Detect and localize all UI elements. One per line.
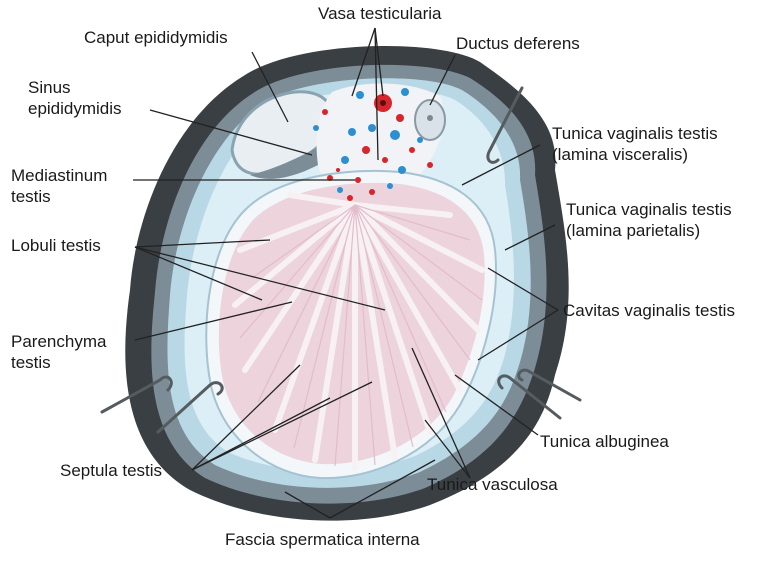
vessel-vein (341, 156, 349, 164)
vessel-vein (348, 128, 356, 136)
label-ductus-deferens: Ductus deferens (456, 34, 580, 54)
vessel-artery-main-lumen (380, 100, 386, 106)
label-sinus-epididymidis-2: epididymidis (28, 99, 122, 119)
label-tunica-vasculosa: Tunica vasculosa (427, 475, 558, 495)
vessel-artery (369, 189, 375, 195)
vessel-vein (368, 124, 376, 132)
vessel-artery (322, 109, 328, 115)
vessel-artery (362, 146, 370, 154)
label-lobuli-testis: Lobuli testis (11, 236, 101, 256)
label-parenchyma-testis-1: Parenchyma (11, 332, 106, 352)
vessel-artery (355, 177, 361, 183)
label-tunica-vaginalis-visceralis-2: (lamina visceralis) (552, 145, 688, 165)
label-vasa-testicularia: Vasa testicularia (318, 4, 441, 24)
vessel-vein (398, 166, 406, 174)
vessel-artery (382, 157, 388, 163)
vessel-vein (387, 183, 393, 189)
label-tunica-albuginea: Tunica albuginea (540, 432, 669, 452)
label-cavitas-vaginalis-testis: Cavitas vaginalis testis (563, 301, 735, 321)
vessel-vein (337, 187, 343, 193)
label-caput-epididymidis: Caput epididymidis (84, 28, 228, 48)
vessel-artery (336, 168, 340, 172)
vessel-artery (396, 114, 404, 122)
label-tunica-vaginalis-visceralis-1: Tunica vaginalis testis (552, 124, 718, 144)
label-septula-testis: Septula testis (60, 461, 162, 481)
vessel-artery (427, 162, 433, 168)
vessel-vein (390, 130, 400, 140)
vessel-artery (409, 147, 415, 153)
vessel-vein (313, 125, 319, 131)
vessel-vein (356, 91, 364, 99)
label-mediastinum-testis-1: Mediastinum (11, 166, 107, 186)
label-fascia-spermatica-interna: Fascia spermatica interna (225, 530, 420, 550)
label-sinus-epididymidis-1: Sinus (28, 78, 71, 98)
ductus-deferens-lumen (427, 115, 433, 121)
label-tunica-vaginalis-parietalis-2: (lamina parietalis) (566, 221, 700, 241)
vessel-vein (417, 137, 423, 143)
label-tunica-vaginalis-parietalis-1: Tunica vaginalis testis (566, 200, 732, 220)
vessel-vein (401, 88, 409, 96)
label-mediastinum-testis-2: testis (11, 187, 51, 207)
vessel-artery (347, 195, 353, 201)
label-parenchyma-testis-2: testis (11, 353, 51, 373)
